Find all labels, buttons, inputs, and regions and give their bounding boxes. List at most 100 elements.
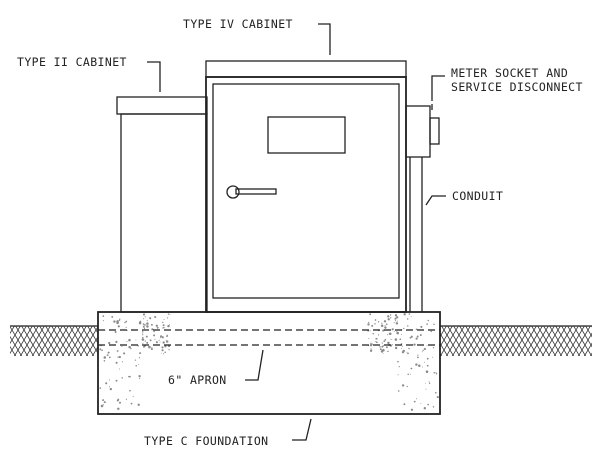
concrete-speck <box>415 398 417 400</box>
concrete-speck <box>117 356 119 358</box>
concrete-speck <box>125 326 127 328</box>
concrete-speck <box>107 351 110 354</box>
meter-socket <box>405 105 440 158</box>
concrete-speck <box>413 400 416 403</box>
type-c-foundation <box>97 311 441 415</box>
concrete-speck <box>135 339 137 341</box>
concrete-speck <box>139 378 141 380</box>
type-iv-cabinet <box>205 60 407 313</box>
concrete-speck <box>410 316 412 318</box>
concrete-speck <box>161 349 164 352</box>
concrete-speck <box>103 356 107 359</box>
concrete-speck <box>128 375 130 378</box>
concrete-speck <box>150 347 153 351</box>
concrete-speck <box>435 373 438 375</box>
concrete-speck <box>408 347 410 350</box>
conduit-label: CONDUIT <box>452 189 503 203</box>
concrete-speck <box>367 323 370 326</box>
concrete-speck <box>422 366 424 368</box>
concrete-speck <box>149 317 152 320</box>
concrete-speck <box>166 335 168 338</box>
apron-lines <box>98 329 440 346</box>
concrete-speck <box>153 316 156 318</box>
concrete-speck <box>407 325 409 327</box>
concrete-speck <box>384 338 387 341</box>
concrete-speck <box>377 321 380 323</box>
concrete-speck <box>150 323 153 326</box>
concrete-speck <box>389 314 392 316</box>
concrete-speck <box>108 379 110 381</box>
concrete-speck <box>125 398 128 400</box>
concrete-speck <box>129 389 131 392</box>
concrete-speck <box>121 361 123 363</box>
concrete-speck <box>387 334 389 336</box>
concrete-speck <box>128 338 131 342</box>
concrete-speck <box>102 404 104 406</box>
concrete-speck <box>426 364 429 367</box>
type-ii-cabinet-label: TYPE II CABINET <box>17 55 127 69</box>
concrete-speck <box>382 353 384 354</box>
type-iv-cabinet-label: TYPE IV CABINET <box>183 17 293 31</box>
concrete-speck <box>167 324 170 328</box>
concrete-speck <box>379 348 382 351</box>
concrete-speck <box>146 341 149 344</box>
concrete-speck <box>161 336 164 339</box>
meter-socket-label-line2: SERVICE DISCONNECT <box>451 80 583 94</box>
concrete-speck <box>108 356 111 359</box>
concrete-speck <box>380 324 384 327</box>
concrete-speck <box>402 345 403 347</box>
concrete-speck <box>369 343 373 347</box>
concrete-speck <box>153 334 156 337</box>
concrete-speck <box>372 332 374 335</box>
concrete-speck <box>369 349 373 352</box>
concrete-speck <box>396 316 399 319</box>
concrete-speck <box>115 340 118 343</box>
foundation-label: TYPE C FOUNDATION <box>144 434 269 448</box>
concrete-speck <box>379 346 381 348</box>
concrete-speck <box>374 323 376 325</box>
concrete-speck <box>401 384 405 387</box>
concrete-speck <box>420 325 423 328</box>
concrete-speck <box>116 350 119 352</box>
concrete-speck <box>375 337 378 340</box>
concrete-speck <box>422 349 424 351</box>
concrete-speck <box>410 335 413 338</box>
concrete-speck <box>151 347 153 349</box>
concrete-speck <box>403 327 405 330</box>
concrete-speck <box>161 346 164 349</box>
concrete-speck <box>100 404 104 408</box>
concrete-speck <box>407 352 409 355</box>
concrete-speck <box>130 347 132 350</box>
concrete-speck <box>423 361 425 363</box>
concrete-speck <box>419 334 422 337</box>
concrete-speck <box>409 336 412 339</box>
concrete-speck <box>116 399 119 402</box>
concrete-speck <box>164 345 167 348</box>
concrete-speck <box>138 357 141 359</box>
concrete-speck <box>113 320 116 323</box>
concrete-speck <box>118 355 121 359</box>
concrete-speck <box>169 314 171 316</box>
concrete-speck <box>132 396 134 398</box>
concrete-speck <box>99 348 102 351</box>
concrete-speck <box>395 322 399 325</box>
concrete-speck <box>433 323 435 326</box>
type-ii-cabinet <box>116 96 208 313</box>
concrete-speck <box>381 345 384 348</box>
concrete-speck <box>425 370 429 373</box>
concrete-speck <box>143 318 145 320</box>
concrete-speck <box>435 391 437 394</box>
concrete-speck <box>129 375 131 378</box>
concrete-speck <box>369 330 371 332</box>
concrete-speck <box>428 381 430 383</box>
concrete-speck <box>381 342 383 344</box>
concrete-speck <box>432 356 434 358</box>
concrete-speck <box>377 334 380 336</box>
concrete-speck <box>130 402 133 405</box>
concrete-speck <box>138 321 142 325</box>
door-window <box>267 116 346 154</box>
concrete-speck <box>141 331 144 333</box>
concrete-speck <box>425 388 427 390</box>
concrete-speck <box>126 340 128 343</box>
